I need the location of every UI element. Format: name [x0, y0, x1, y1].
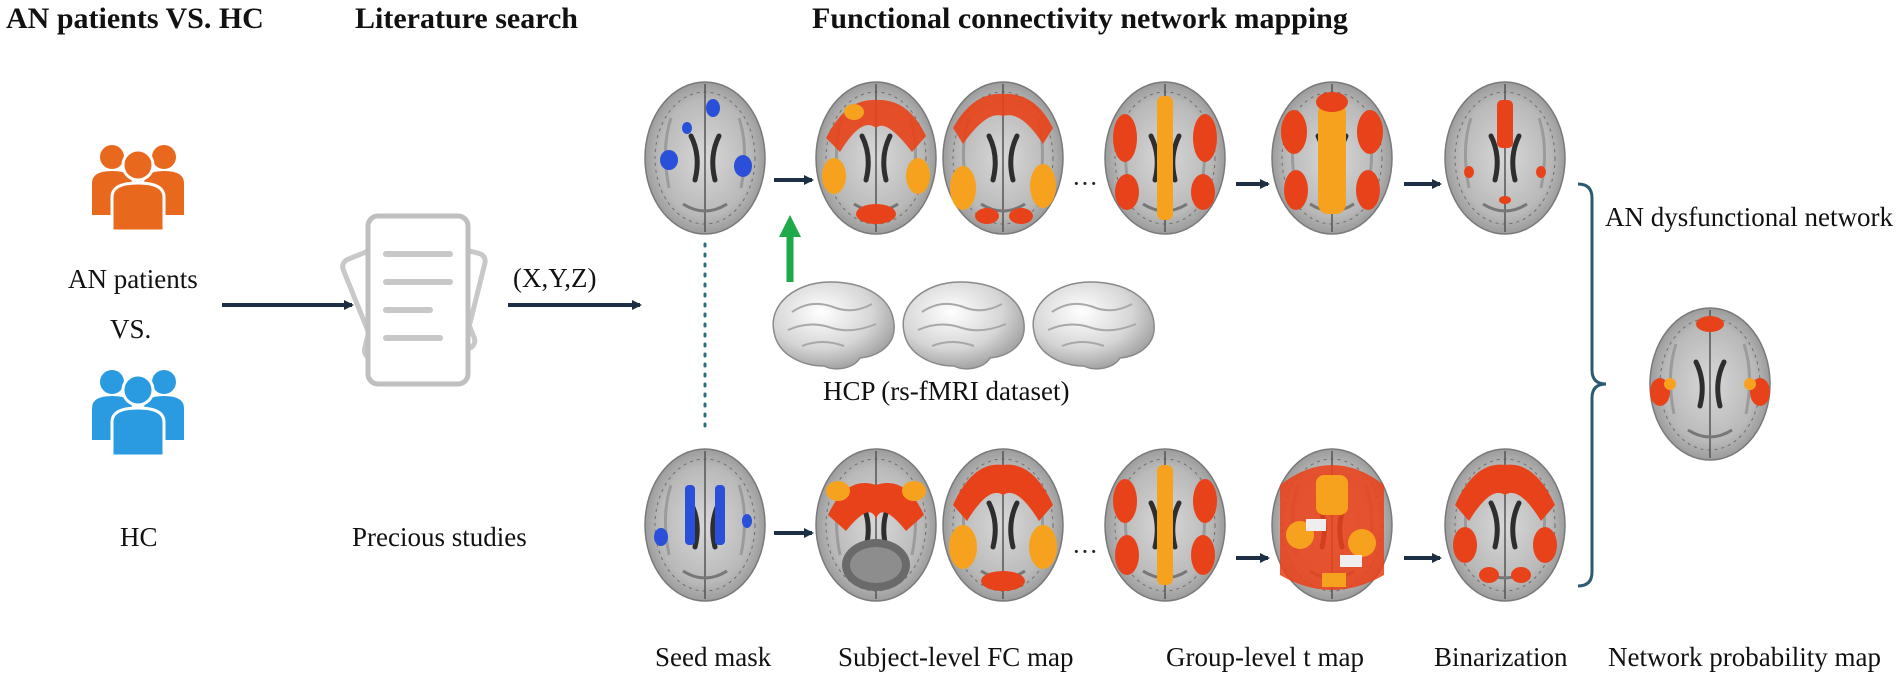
- brain-slice-icon-fc-bottom-3: [1105, 449, 1225, 601]
- network-bracket: [1577, 182, 1607, 588]
- label-an-network: AN dysfunctional network: [1605, 202, 1893, 232]
- label-hcp: HCP (rs-fMRI dataset): [823, 376, 1070, 406]
- cortex-surface-icon-3: [1032, 281, 1156, 370]
- brain-slice-icon-probability: [1650, 308, 1770, 460]
- label-group-t: Group-level t map: [1166, 642, 1364, 672]
- person-group-icon-hc: [92, 370, 184, 458]
- header-mapping: Functional connectivity network mapping: [812, 2, 1348, 35]
- label-seed-mask: Seed mask: [655, 642, 772, 672]
- label-hc: HC: [120, 522, 158, 552]
- header-groups: AN patients VS. HC: [6, 2, 264, 35]
- brain-slice-icon-group-bottom: [1272, 449, 1392, 601]
- document-stack-icon: [340, 213, 488, 387]
- brain-slice-icon-fc-top-1: [816, 82, 936, 234]
- label-binarization: Binarization: [1434, 642, 1568, 672]
- label-vs: VS.: [110, 314, 152, 344]
- brain-slice-icon-fc-top-2: [943, 82, 1063, 234]
- cortex-surface-icon-1: [772, 281, 896, 370]
- label-probability-map: Network probability map: [1608, 642, 1881, 672]
- label-precious-studies: Precious studies: [352, 522, 527, 552]
- brain-slice-icon-group-top: [1272, 82, 1392, 234]
- header-literature: Literature search: [355, 2, 578, 35]
- ellipsis-top: ···: [1072, 169, 1098, 198]
- label-coordinates: (X,Y,Z): [513, 263, 597, 293]
- brain-slice-icon-fc-top-3: [1105, 82, 1225, 234]
- brain-slice-icon-seed-top: [645, 82, 765, 234]
- brain-slice-icon-fc-bottom-1: [816, 449, 936, 601]
- label-subject-fc: Subject-level FC map: [838, 642, 1074, 672]
- brain-slice-icon-seed-bottom: [645, 449, 765, 601]
- cortex-surface-icon-2: [902, 281, 1026, 370]
- brain-slice-icon-fc-bottom-2: [943, 449, 1063, 601]
- label-an-patients: AN patients: [68, 264, 198, 294]
- person-group-icon-an: [92, 145, 184, 233]
- brain-slice-icon-binary-bottom: [1445, 449, 1565, 601]
- ellipsis-bottom: ···: [1072, 537, 1098, 566]
- brain-slice-icon-binary-top: [1445, 82, 1565, 234]
